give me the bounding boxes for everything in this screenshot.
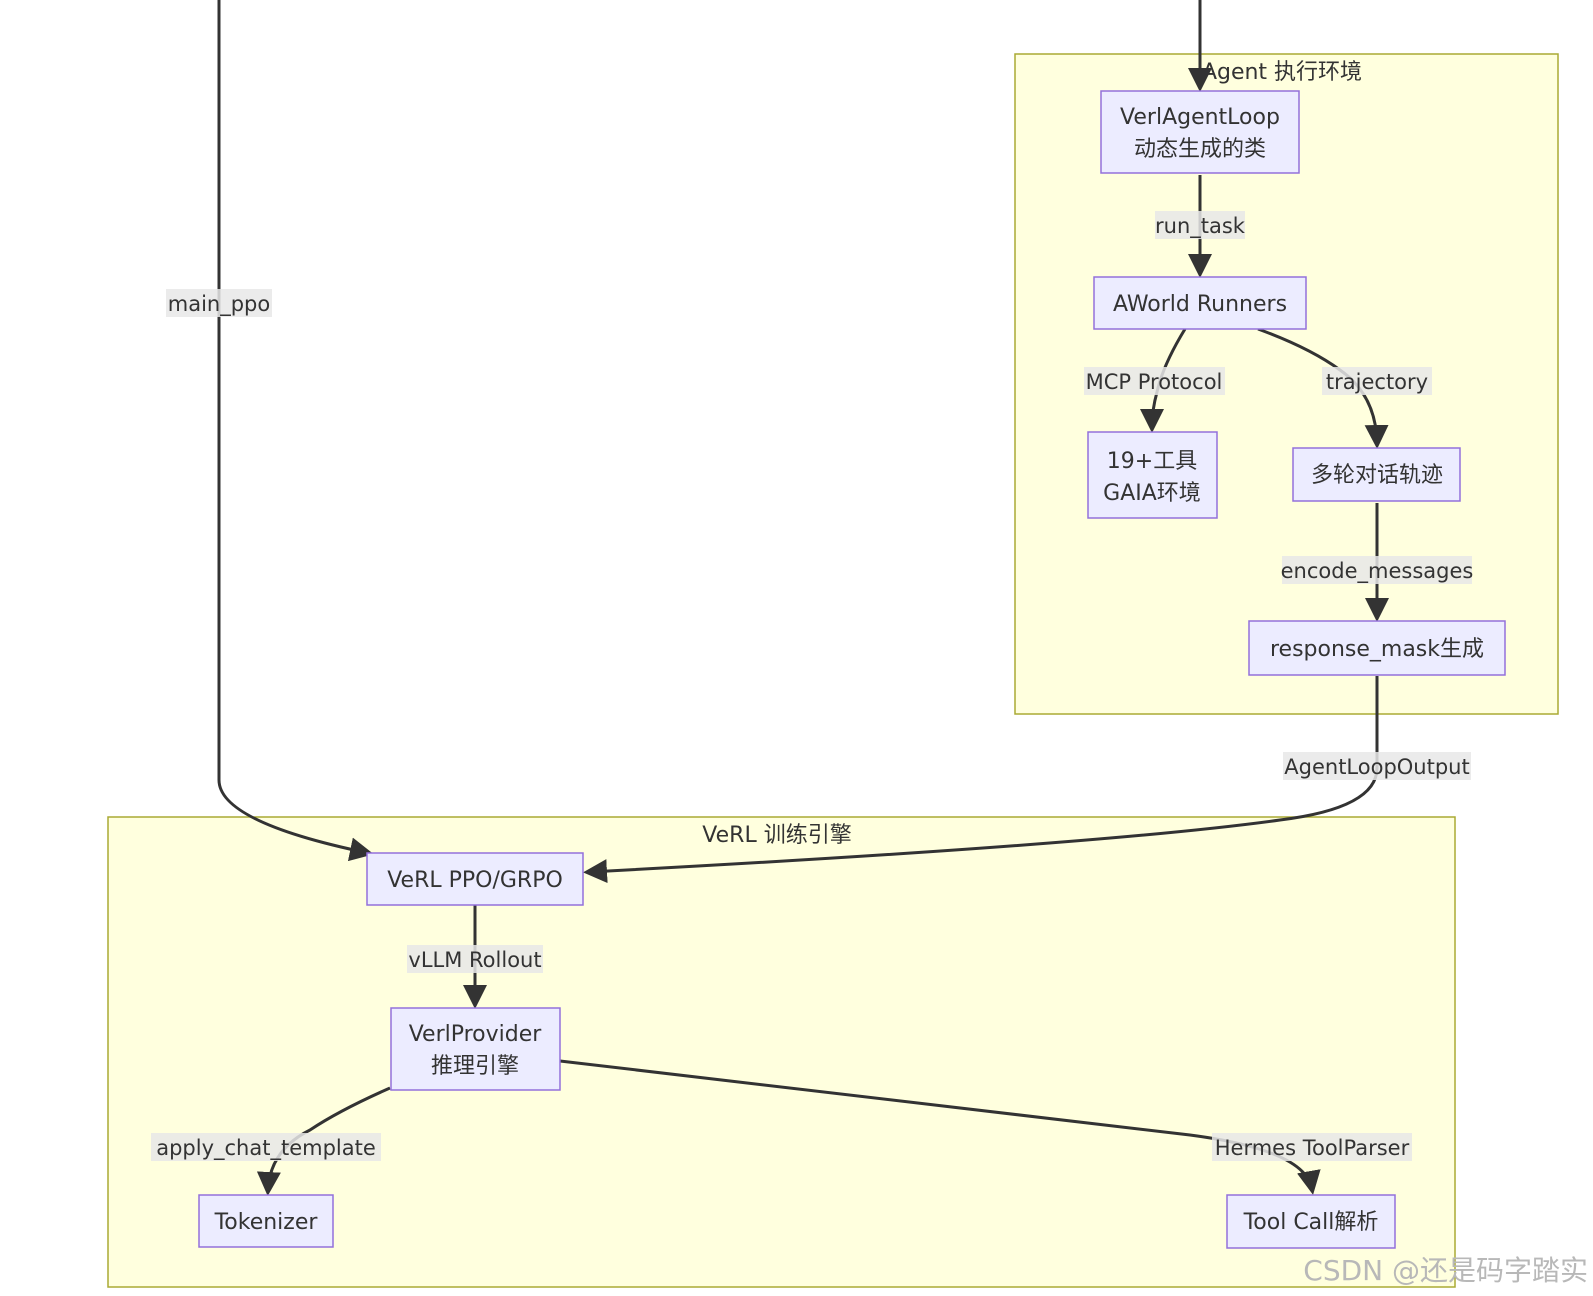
svg-text:trajectory: trajectory [1326, 370, 1428, 394]
node-tools-gaia[interactable]: 19+工具 GAIA环境 [1087, 431, 1218, 519]
edge-label-main-ppo: main_ppo [166, 289, 272, 317]
node-tokenizer[interactable]: Tokenizer [198, 1194, 334, 1248]
edge-apply-chat-template [256, 1086, 391, 1196]
svg-text:response_mask生成: response_mask生成 [1270, 637, 1484, 662]
cluster-verl-engine-title: VeRL 训练引擎 [702, 823, 851, 848]
edge-label-run-task: run_task [1155, 211, 1246, 239]
svg-text:GAIA环境: GAIA环境 [1103, 481, 1201, 506]
svg-text:Tokenizer: Tokenizer [214, 1210, 319, 1235]
svg-text:vLLM Rollout: vLLM Rollout [408, 948, 541, 972]
svg-text:多轮对话轨迹: 多轮对话轨迹 [1311, 463, 1443, 488]
svg-text:19+工具: 19+工具 [1107, 449, 1197, 474]
cluster-agent-env-title: Agent 执行环境 [1202, 60, 1362, 85]
svg-text:动态生成的类: 动态生成的类 [1134, 137, 1266, 162]
node-tool-call-parse[interactable]: Tool Call解析 [1226, 1194, 1396, 1249]
node-verl-ppo-grpo[interactable]: VeRL PPO/GRPO [366, 852, 584, 906]
svg-text:main_ppo: main_ppo [168, 292, 270, 317]
edge-main-ppo [217, 0, 374, 862]
edge-label-mcp-protocol: MCP Protocol [1084, 367, 1225, 395]
edge-label-apply-chat-template: apply_chat_template [151, 1133, 381, 1161]
node-response-mask[interactable]: response_mask生成 [1248, 620, 1506, 676]
svg-text:Tool Call解析: Tool Call解析 [1243, 1210, 1379, 1235]
svg-text:apply_chat_template: apply_chat_template [156, 1136, 376, 1161]
svg-text:AWorld Runners: AWorld Runners [1113, 292, 1287, 317]
node-multi-turn-trajectory[interactable]: 多轮对话轨迹 [1292, 447, 1461, 502]
svg-text:Hermes ToolParser: Hermes ToolParser [1215, 1136, 1410, 1160]
svg-text:VeRL PPO/GRPO: VeRL PPO/GRPO [387, 868, 563, 893]
svg-text:encode_messages: encode_messages [1281, 559, 1474, 584]
svg-text:run_task: run_task [1155, 214, 1246, 239]
node-verl-provider[interactable]: VerlProvider 推理引擎 [390, 1007, 561, 1091]
node-aworld-runners[interactable]: AWorld Runners [1093, 276, 1307, 330]
watermark: CSDN @还是码字踏实 [1303, 1254, 1588, 1287]
edge-label-trajectory: trajectory [1322, 367, 1432, 395]
svg-text:MCP Protocol: MCP Protocol [1086, 370, 1223, 394]
edge-label-vllm-rollout: vLLM Rollout [407, 945, 543, 973]
svg-text:VerlProvider: VerlProvider [409, 1022, 543, 1047]
svg-text:推理引擎: 推理引擎 [431, 1054, 519, 1079]
edge-agent-loop-output [583, 676, 1379, 884]
edge-label-agent-loop-output: AgentLoopOutput [1283, 752, 1471, 780]
edge-label-hermes-toolparser: Hermes ToolParser [1212, 1133, 1412, 1161]
node-verl-agent-loop[interactable]: VerlAgentLoop 动态生成的类 [1100, 90, 1300, 174]
edge-label-encode-messages: encode_messages [1281, 556, 1474, 584]
svg-text:AgentLoopOutput: AgentLoopOutput [1284, 755, 1469, 779]
svg-text:VerlAgentLoop: VerlAgentLoop [1120, 105, 1280, 130]
